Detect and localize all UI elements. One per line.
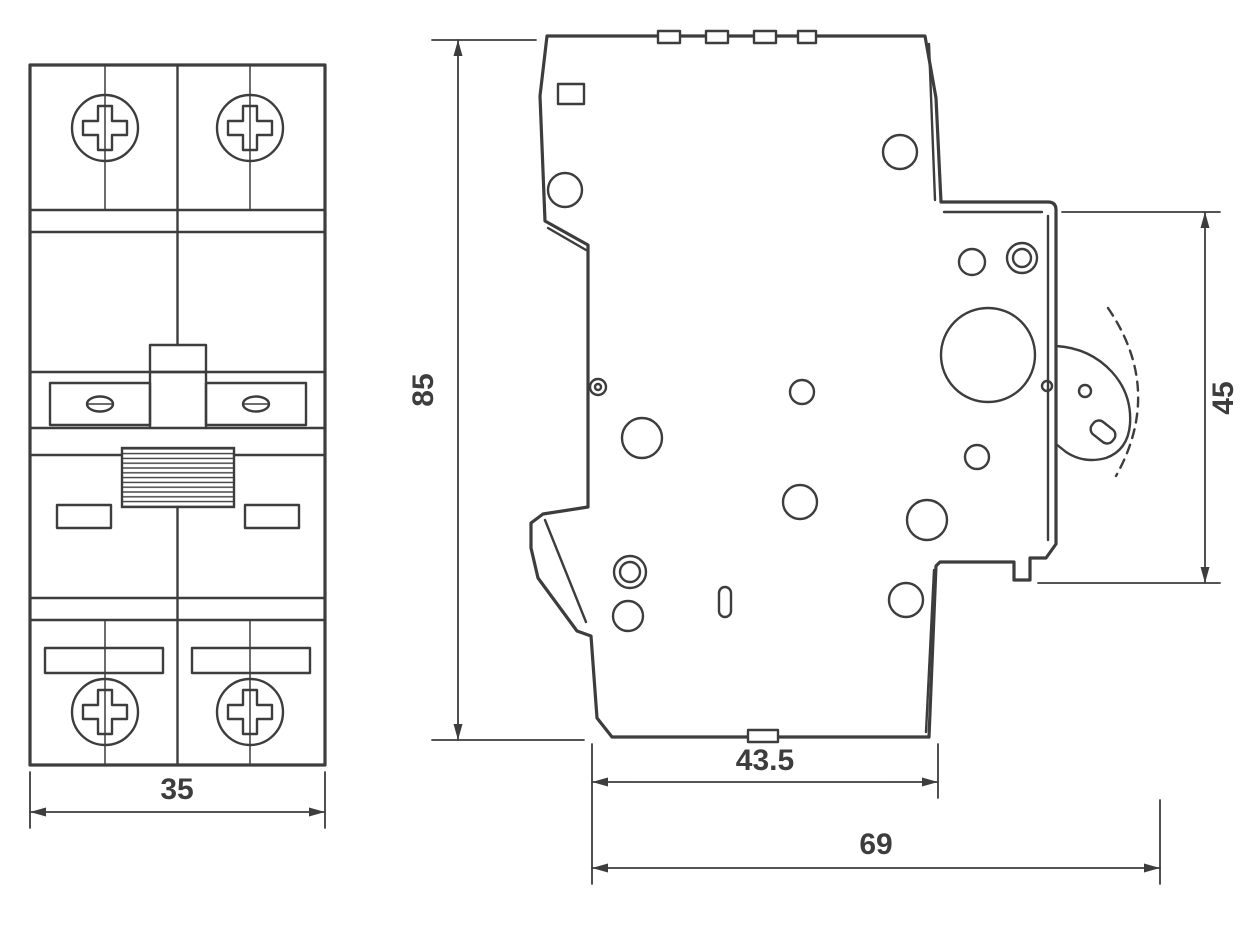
hole xyxy=(905,498,949,542)
housing-notch xyxy=(796,29,818,45)
front-view: 35 xyxy=(28,63,327,829)
arrowhead xyxy=(453,40,463,56)
toggle-base-tab xyxy=(148,343,208,374)
dimension-value: 85 xyxy=(407,373,440,406)
hole xyxy=(588,377,608,397)
marking-window xyxy=(190,646,312,675)
pivot-dot xyxy=(1040,379,1054,393)
terminal-screw-head xyxy=(70,93,140,163)
dim-overall-height: 85 xyxy=(407,39,585,741)
hole xyxy=(881,133,919,171)
rivet-outer xyxy=(1005,241,1039,275)
housing-notch xyxy=(704,29,730,45)
dimension-value: 69 xyxy=(859,828,892,861)
inner-wall-line xyxy=(927,42,937,202)
toggle-side-pad xyxy=(243,503,301,530)
dim-depth-to-rail: 43.5 xyxy=(591,743,939,885)
arrowhead xyxy=(592,863,608,873)
arrowhead xyxy=(1200,212,1210,228)
hole-center xyxy=(593,382,603,392)
toggle-side-pad xyxy=(55,503,113,530)
label-window xyxy=(48,381,152,427)
side-profile-outline xyxy=(529,34,1058,739)
dimension-value: 45 xyxy=(1207,381,1240,414)
mechanism-bore xyxy=(939,306,1037,404)
side-view: 85 45 43.5 69 xyxy=(407,29,1240,885)
inner-wall-line xyxy=(924,568,936,734)
hole xyxy=(963,443,991,471)
inner-wall-line xyxy=(546,226,588,252)
arrowhead xyxy=(309,807,325,817)
label-window xyxy=(204,381,308,427)
arrowhead xyxy=(922,777,938,787)
hole xyxy=(957,247,987,277)
marking-window xyxy=(43,646,165,675)
dim-front-width: 35 xyxy=(29,771,326,829)
arrowhead xyxy=(1200,567,1210,583)
housing-notch xyxy=(656,29,682,45)
rivet-inner xyxy=(1011,247,1033,269)
din-latch-slot xyxy=(1089,419,1117,445)
arrowhead xyxy=(30,807,46,817)
din-clip-inner-line xyxy=(543,518,588,624)
screw-cross xyxy=(226,104,274,152)
dim-rear-height: 45 xyxy=(1037,211,1240,584)
hole xyxy=(781,483,819,521)
rivet-inner xyxy=(618,560,642,584)
arrowhead xyxy=(1144,863,1160,873)
hole xyxy=(887,581,925,619)
arrowhead xyxy=(592,777,608,787)
slot-hole xyxy=(717,585,733,619)
terminal-screw-head xyxy=(70,677,140,747)
screw-cross xyxy=(226,688,274,736)
vent-slot xyxy=(556,82,586,106)
pivot-dot xyxy=(1077,383,1093,399)
arrowhead xyxy=(453,724,463,740)
housing-notch xyxy=(746,728,780,744)
toggle-handle xyxy=(120,446,236,509)
hole xyxy=(611,599,645,633)
din-latch xyxy=(1054,344,1132,462)
hole xyxy=(546,171,584,209)
screw-cross xyxy=(81,104,129,152)
housing-notch xyxy=(752,29,778,45)
hole xyxy=(788,378,816,406)
rivet-outer xyxy=(612,554,648,590)
screw-cross xyxy=(81,688,129,736)
latch-travel-arc xyxy=(1106,306,1140,478)
hole xyxy=(620,416,664,460)
dimension-value: 43.5 xyxy=(736,744,794,777)
dimension-value: 35 xyxy=(160,773,193,806)
terminal-screw-head xyxy=(215,677,285,747)
dim-overall-depth: 69 xyxy=(591,799,1161,885)
terminal-screw-head xyxy=(215,93,285,163)
